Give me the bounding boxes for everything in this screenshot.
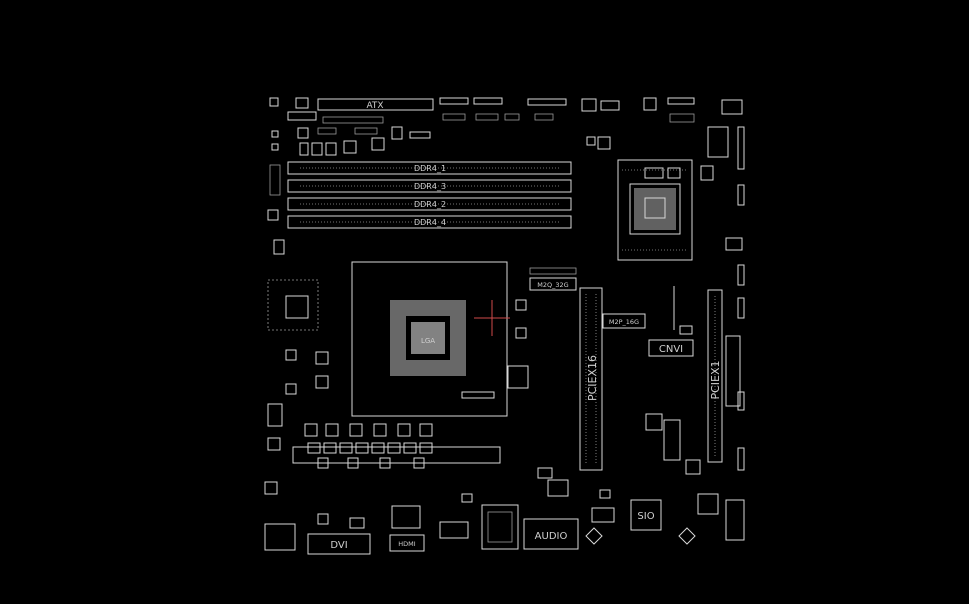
atx-power-connector[interactable]: ATX: [317, 98, 434, 111]
cpu-socket[interactable]: LGA: [351, 261, 527, 417]
ddr4-slot-1[interactable]: DDR4_1: [287, 161, 572, 175]
pciex16-label: PCIEX16: [586, 355, 599, 401]
pcie-x16-slot[interactable]: PCIEX16: [579, 287, 603, 471]
ddr4-slot-4[interactable]: DDR4_4: [287, 215, 572, 229]
m2-slot-p[interactable]: M2P_16G: [602, 286, 675, 330]
ddr4-slot-2[interactable]: DDR4_2: [287, 197, 572, 211]
audio-label: AUDIO: [535, 531, 568, 542]
pcie-x1-slot[interactable]: PCIEX1: [707, 289, 741, 463]
m2p-label: M2P_16G: [609, 318, 639, 326]
m2-slot-q[interactable]: M2Q_32G: [529, 267, 577, 291]
pciex1-label: PCIEX1: [709, 360, 722, 399]
chipset-pch[interactable]: [617, 159, 693, 261]
ddr4-slot-1-label: DDR4_1: [414, 164, 446, 173]
bottom-components: [317, 489, 719, 545]
dvi-label: DVI: [330, 540, 347, 551]
audio-jack[interactable]: AUDIO: [523, 518, 579, 550]
right-edge-connectors: [700, 99, 745, 541]
usb-port-stack[interactable]: [439, 504, 519, 550]
bottom-expansion-header: [292, 442, 501, 469]
cpu-socket-label: LGA: [421, 337, 435, 345]
ddr4-slot-3[interactable]: DDR4_3: [287, 179, 572, 193]
atx-label: ATX: [366, 101, 383, 111]
io-usb-ps2[interactable]: [264, 523, 296, 551]
dvi-port[interactable]: DVI: [307, 533, 371, 555]
mid-right-components: [507, 365, 701, 497]
ddr4-slot-2-label: DDR4_2: [414, 200, 446, 209]
top-left-components: [269, 111, 431, 196]
top-headers: [269, 97, 695, 150]
ddr4-slot-4-label: DDR4_4: [414, 218, 446, 227]
hdmi-port[interactable]: HDMI: [389, 505, 425, 552]
ddr4-slot-3-label: DDR4_3: [414, 182, 446, 191]
vrm-area: [264, 209, 433, 495]
m2q-label: M2Q_32G: [537, 281, 568, 289]
hdmi-label: HDMI: [398, 540, 416, 548]
sio-label: SIO: [637, 511, 654, 522]
cnvi-label: CNVI: [659, 344, 683, 355]
cnvi-slot[interactable]: CNVI: [648, 325, 694, 357]
sio-chip[interactable]: SIO: [630, 499, 662, 531]
